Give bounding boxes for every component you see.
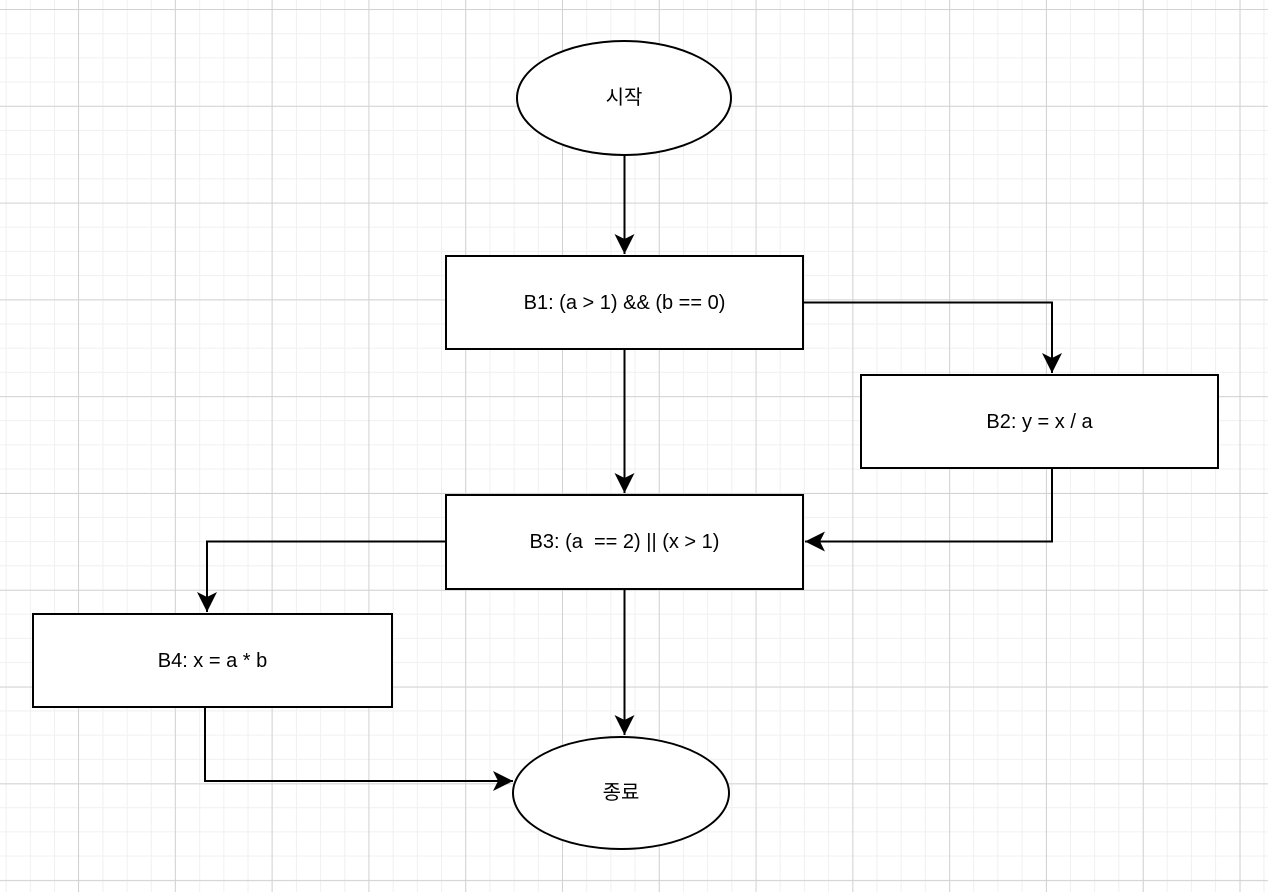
edge-b4-to-end[interactable] xyxy=(204,708,513,791)
edge-b2-to-b3[interactable] xyxy=(805,469,1053,552)
edge-b3-to-b4[interactable] xyxy=(197,540,445,613)
node-b3[interactable]: B3: (a == 2) || (x > 1) xyxy=(445,494,804,590)
node-b2[interactable]: B2: y = x / a xyxy=(860,374,1219,469)
node-end[interactable]: 종료 xyxy=(512,736,730,850)
node-b4[interactable]: B4: x = a * b xyxy=(32,613,393,708)
edge-b1-to-b2[interactable] xyxy=(804,301,1062,374)
node-b2-label: B2: y = x / a xyxy=(986,410,1093,433)
node-start-label: 시작 xyxy=(605,87,643,109)
node-b1[interactable]: B1: (a > 1) && (b == 0) xyxy=(445,255,804,350)
node-b3-label: B3: (a == 2) || (x > 1) xyxy=(529,531,720,553)
node-end-label: 종료 xyxy=(602,782,640,804)
node-b4-label: B4: x = a * b xyxy=(157,649,268,672)
node-start[interactable]: 시작 xyxy=(516,40,732,156)
node-b1-label: B1: (a > 1) && (b == 0) xyxy=(523,291,726,314)
